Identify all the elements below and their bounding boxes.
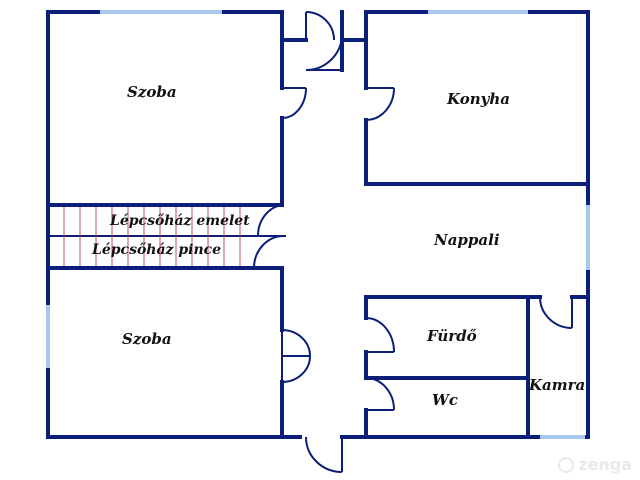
room-label-szoba-top: Szoba: [127, 83, 177, 101]
room-label-furdo: Fürdő: [426, 327, 477, 345]
room-labels: Szoba Konyha Lépcsőház emelet Lépcsőház …: [91, 83, 585, 409]
door-szoba-top[interactable]: [281, 87, 307, 119]
door-stair-down[interactable]: [252, 235, 283, 269]
door-entrance-bottom[interactable]: [305, 436, 343, 473]
door-entrance-top[interactable]: [305, 11, 335, 41]
door-szoba-bottom[interactable]: [281, 329, 311, 383]
stair-label-up: Lépcsőház emelet: [109, 213, 250, 229]
windows: [46, 10, 590, 439]
staircase: [48, 207, 258, 266]
room-label-kamra: Kamra: [528, 376, 585, 394]
door-wc[interactable]: [365, 377, 395, 411]
room-label-nappali: Nappali: [433, 231, 500, 249]
door-stair-up[interactable]: [256, 204, 286, 237]
door-hall-upper[interactable]: [305, 33, 343, 71]
room-label-konyha: Konyha: [446, 90, 510, 108]
watermark: zenga: [558, 455, 632, 474]
door-konyha[interactable]: [365, 87, 395, 121]
watermark-text: zenga: [578, 455, 632, 474]
door-furdo[interactable]: [365, 317, 395, 353]
room-label-szoba-bottom: Szoba: [122, 330, 172, 348]
room-label-wc: Wc: [432, 391, 458, 409]
interior-walls: [46, 10, 590, 439]
door-kamra[interactable]: [539, 296, 573, 329]
doors: [252, 11, 573, 473]
zenga-logo-icon: [558, 456, 575, 473]
stair-label-down: Lépcsőház pince: [91, 242, 221, 258]
